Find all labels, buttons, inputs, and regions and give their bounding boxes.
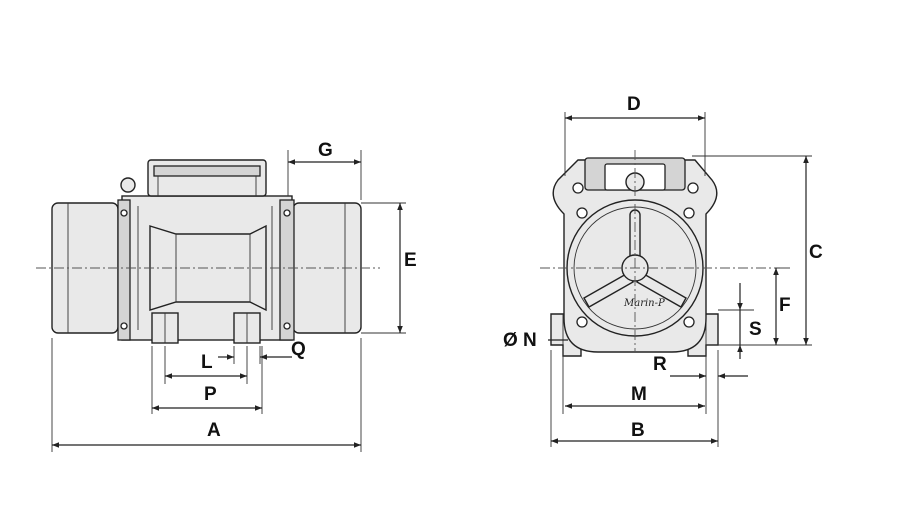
label-D: D xyxy=(627,94,641,115)
label-S: S xyxy=(749,319,762,340)
left-flange xyxy=(117,199,131,341)
label-L: L xyxy=(201,352,213,373)
label-E: E xyxy=(404,250,417,271)
right-flange xyxy=(279,199,295,341)
bolt-icon xyxy=(683,316,695,328)
label-N: Ø N xyxy=(503,330,537,351)
label-C: C xyxy=(809,242,823,263)
terminal-box-lid xyxy=(153,165,261,177)
bolt-icon xyxy=(576,207,588,219)
cable-gland xyxy=(120,177,136,193)
label-P: P xyxy=(204,384,217,405)
label-R: R xyxy=(653,354,667,375)
label-Q: Q xyxy=(291,339,306,360)
label-A: A xyxy=(207,420,221,441)
label-F: F xyxy=(779,295,791,316)
front-view: Marin-P D C F S R M B Ø N xyxy=(503,94,823,447)
side-view: A P L Q G E xyxy=(36,140,417,452)
brand-logo: Marin-P xyxy=(623,298,665,309)
label-B: B xyxy=(631,420,645,441)
bolt-icon xyxy=(576,316,588,328)
label-G: G xyxy=(318,140,333,161)
bolt-icon xyxy=(683,207,695,219)
label-M: M xyxy=(631,384,647,405)
